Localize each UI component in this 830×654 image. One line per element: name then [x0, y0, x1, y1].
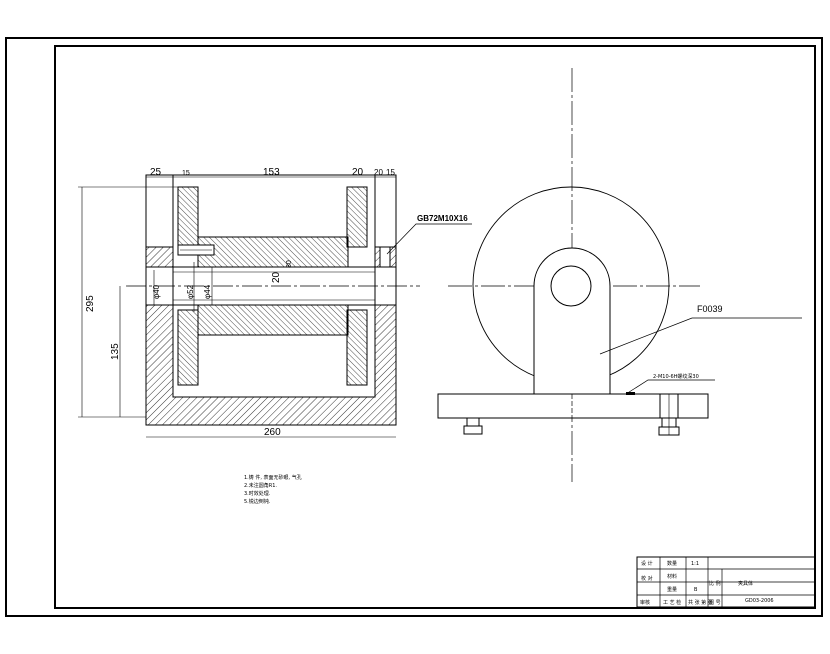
right-flange-top: [346, 186, 368, 248]
part-callout: F0039: [697, 304, 723, 314]
dim-d52: φ52: [186, 284, 195, 299]
pin: [379, 246, 391, 268]
left-bolt-nut: [463, 425, 483, 435]
dim-25: 25: [150, 167, 162, 178]
dim-295: 295: [85, 295, 96, 312]
upper-band-left: [145, 246, 174, 268]
part-callout-leader: [599, 317, 802, 355]
screw-callout: GB72M10X16: [417, 214, 468, 223]
tb-checker-label: 校 对: [641, 575, 653, 582]
dim-20-top: 20: [352, 167, 364, 178]
bolt-callout: 2-M10-6H螺纹深30: [653, 373, 699, 380]
left-bolt-head: [466, 417, 480, 427]
hub-bottom: [197, 304, 349, 336]
dim-d40: φ40: [152, 284, 161, 299]
outer-frame: [5, 37, 823, 617]
upright: [533, 247, 611, 395]
dim-135: 135: [110, 343, 121, 360]
tb-material-label: 材料: [667, 573, 677, 580]
dim-15-left: 15: [182, 170, 190, 177]
tb-approval-label: 审核: [640, 599, 650, 606]
tb-scale-label: 比 例: [709, 580, 721, 587]
dim-153: 153: [263, 167, 280, 178]
tb-weight-label: 重量: [667, 586, 677, 593]
dim-260: 260: [264, 427, 281, 438]
tb-qty-value: 1:1: [691, 561, 699, 567]
tb-drawing-no-label: 图 号: [709, 600, 721, 606]
bolt-callout-leader: [625, 379, 715, 395]
dim-20-inner: 20: [271, 271, 282, 283]
inner-frame: [54, 45, 816, 609]
tb-designer-label: 设 计: [641, 560, 653, 567]
technical-notes: 1.铸 件, 表面无砂眼, 气孔 2.未注圆角R1. 3.时效处理. 5.锐边倒…: [244, 474, 302, 505]
tb-qty-label: 数量: [667, 560, 677, 567]
note-2: 2.未注圆角R1.: [244, 482, 277, 489]
tb-drawing-no: GD03-2006: [745, 598, 774, 604]
side-view: F0039 2-M10-6H螺纹深30: [437, 68, 802, 482]
dim-20-right: 20: [374, 168, 383, 177]
bolt-tag: [626, 392, 635, 395]
right-flange-bottom: [346, 309, 368, 386]
dim-d44: φ44: [203, 284, 212, 299]
dim-30: 30: [286, 260, 293, 268]
note-4: 5.锐边倒钝.: [244, 498, 271, 505]
tb-part-name: 夹具体: [738, 580, 753, 587]
note-1: 1.铸 件, 表面无砂眼, 气孔: [244, 474, 302, 481]
bore-circle: [550, 265, 592, 307]
section-view: 25 15 153 20 20 15 20 30 φ40 φ52 φ44 295…: [78, 167, 472, 438]
title-block: 设 计 数量 1:1 校 对 材料 比 例 夹具体 重量 B 审核 工 艺 检 …: [636, 556, 816, 608]
left-flange-top: [177, 186, 199, 248]
tb-weight-value: B: [694, 587, 698, 593]
screw-callout-leader: [386, 223, 472, 255]
tb-process-label: 工 艺 检: [663, 599, 681, 606]
hub-top: [197, 236, 349, 268]
left-flange-bottom: [177, 309, 199, 386]
note-3: 3.时效处理.: [244, 490, 271, 497]
dim-15-right: 15: [386, 168, 395, 177]
tb-sheet-label: 共 张 第 张: [688, 599, 713, 606]
